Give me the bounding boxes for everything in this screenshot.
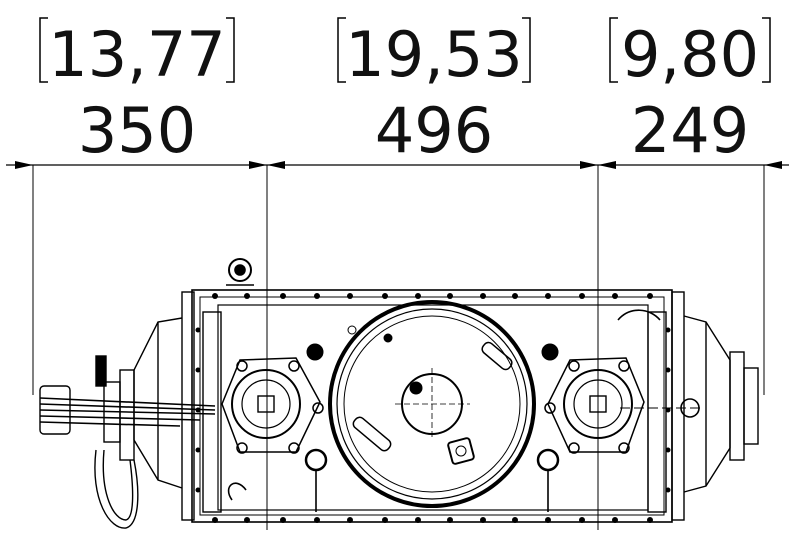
dim-mm-1: 350 bbox=[78, 94, 196, 167]
right-end-assembly bbox=[227, 309, 759, 501]
dim-mm-2: 496 bbox=[375, 94, 493, 167]
dim-inches-1: 13,77 bbox=[48, 18, 226, 91]
lifting-eyelets bbox=[304, 448, 560, 512]
side-flanges bbox=[181, 291, 685, 521]
dim-inches-3: 9,80 bbox=[621, 18, 759, 91]
left-bearing bbox=[221, 343, 324, 454]
left-end-assembly bbox=[39, 317, 216, 529]
dimension-arrowheads bbox=[15, 161, 782, 169]
dim-mm-3: 249 bbox=[631, 94, 749, 167]
inch-brackets bbox=[39, 17, 771, 83]
dimension-line bbox=[6, 161, 789, 530]
right-bearing bbox=[541, 343, 645, 454]
dim-inches-2: 19,53 bbox=[345, 18, 523, 91]
dimension-labels: 13,77 19,53 9,80 350 496 249 bbox=[39, 17, 771, 167]
central-dome bbox=[328, 300, 536, 508]
